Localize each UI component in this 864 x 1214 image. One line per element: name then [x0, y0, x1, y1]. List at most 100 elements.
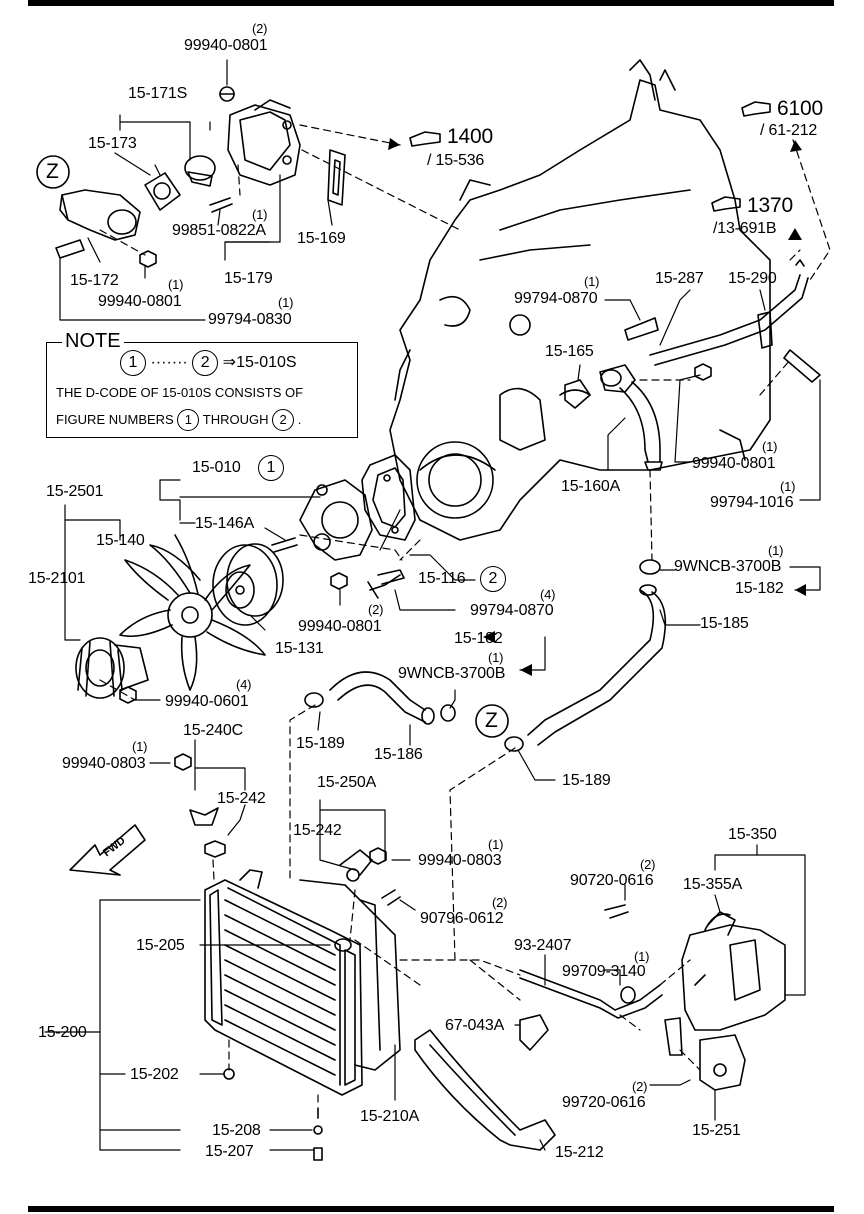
- label-part: 15-2501: [46, 483, 104, 500]
- label-part: 15-242: [293, 822, 342, 839]
- label-part: 99709-3140: [562, 963, 646, 980]
- label-part: 99940-0801: [692, 455, 776, 472]
- label-qty: (2): [252, 21, 268, 36]
- note-title: NOTE: [62, 330, 124, 352]
- label-qty: (1): [488, 837, 504, 852]
- label-part: 15-160A: [561, 478, 621, 495]
- label-part: 99940-0601: [165, 693, 249, 710]
- label-ref: 6100: [777, 97, 823, 120]
- note-text: FIGURE NUMBERS: [56, 412, 174, 427]
- label-part: 15-200: [38, 1024, 87, 1041]
- label-part: 15-355A: [683, 876, 743, 893]
- label-part: 99940-0801: [98, 293, 182, 310]
- label-qty: (2): [368, 602, 384, 617]
- fluid-coupling: [75, 637, 149, 704]
- label-qty: (1): [762, 439, 778, 454]
- label-ref: /13-691B: [713, 220, 777, 237]
- label-qty: (1): [780, 479, 796, 494]
- label-part: 15-169: [297, 230, 346, 247]
- label-part: 15-182: [735, 580, 784, 597]
- label-qty: (2): [632, 1079, 648, 1094]
- label-part: 15-179: [224, 270, 273, 287]
- label-part: 90720-0616: [570, 872, 654, 889]
- label-part: 99851-0822A: [172, 222, 266, 239]
- note-line-3: FIGURE NUMBERS 1 THROUGH 2 .: [56, 408, 301, 432]
- reservoir-tank: [519, 904, 786, 1091]
- circle-2-marker: 2: [480, 566, 506, 592]
- label-part: 15-210A: [360, 1108, 420, 1125]
- label-part: 15-350: [728, 826, 777, 843]
- label-qty: (1): [634, 949, 650, 964]
- label-qty: (2): [640, 857, 656, 872]
- label-part: 15-172: [70, 272, 119, 289]
- pulley: [212, 543, 284, 626]
- label-part: 15-171S: [128, 85, 188, 102]
- label-part: 15-205: [136, 937, 185, 954]
- label-qty: (4): [540, 587, 556, 602]
- label-qty: (1): [252, 207, 268, 222]
- label-qty: (2): [492, 895, 508, 910]
- arrowheads: [388, 138, 806, 676]
- z-marker-circle-2: [475, 704, 509, 738]
- circle-1-marker: 1: [177, 409, 200, 431]
- label-ref: / 15-536: [427, 152, 485, 169]
- top-rule: [28, 0, 834, 6]
- label-part: 15-186: [374, 746, 423, 763]
- label-part: 15-251: [692, 1122, 741, 1139]
- label-ref: 1370: [747, 194, 793, 217]
- label-part: 15-240C: [183, 722, 243, 739]
- label-part: 99940-0803: [418, 852, 502, 869]
- label-part: 15-242: [217, 790, 266, 807]
- label-part: 90796-0612: [420, 910, 504, 927]
- label-part: 99794-0830: [208, 311, 292, 328]
- circle-1-marker: 1: [258, 455, 284, 481]
- label-part: 15-173: [88, 135, 137, 152]
- note-arrow-text: ⇒15-010S: [222, 354, 297, 371]
- label-part: 99794-1016: [710, 494, 794, 511]
- label-qty: (1): [488, 650, 504, 665]
- label-qty: (1): [132, 739, 148, 754]
- label-part: 9WNCB-3700B: [398, 665, 506, 682]
- cooling-fan: [119, 534, 266, 691]
- note-text: THROUGH: [202, 412, 269, 427]
- thermostat-housing: [55, 86, 346, 268]
- circle-1-marker: 1: [120, 350, 146, 376]
- label-part: 15-146A: [195, 515, 255, 532]
- circle-2-marker: 2: [192, 350, 219, 376]
- label-part: 15-2101: [28, 570, 86, 587]
- label-part: 15-165: [545, 343, 594, 360]
- label-part: 99940-0801: [184, 37, 268, 54]
- label-ref: 1400: [447, 125, 493, 148]
- radiator: [174, 753, 401, 1161]
- label-part: 99794-0870: [514, 290, 598, 307]
- label-part: 15-189: [562, 772, 611, 789]
- note-dots: ·······: [150, 354, 188, 371]
- label-part: 99940-0801: [298, 618, 382, 635]
- label-part: 15-212: [555, 1144, 604, 1161]
- circle-2-marker: 2: [272, 409, 295, 431]
- water-pump: [271, 454, 416, 599]
- fwd-arrow-icon: [69, 824, 146, 876]
- label-part: 99794-0870: [470, 602, 554, 619]
- label-part: 15-287: [655, 270, 704, 287]
- bottom-rule: [28, 1206, 834, 1212]
- label-qty: (1): [278, 295, 294, 310]
- note-line-2: THE D-CODE OF 15-010S CONSISTS OF: [56, 385, 304, 400]
- label-part: 15-116: [418, 570, 466, 587]
- engine-block: [389, 59, 771, 541]
- z-marker: Z: [485, 709, 498, 732]
- z-marker-circle-1: [36, 155, 70, 189]
- leader-lines: [44, 59, 821, 1151]
- bypass-pipe: [564, 259, 821, 471]
- z-marker: Z: [46, 160, 59, 183]
- guide-lines: [99, 124, 831, 1106]
- label-part: 15-182: [454, 630, 503, 647]
- label-part: 15-140: [96, 532, 145, 549]
- label-part: 15-290: [728, 270, 777, 287]
- label-part: 93-2407: [514, 937, 572, 954]
- label-part: 15-208: [212, 1122, 261, 1139]
- label-part: 15-202: [130, 1066, 179, 1083]
- label-part: 99940-0803: [62, 755, 146, 772]
- label-qty: (1): [168, 277, 184, 292]
